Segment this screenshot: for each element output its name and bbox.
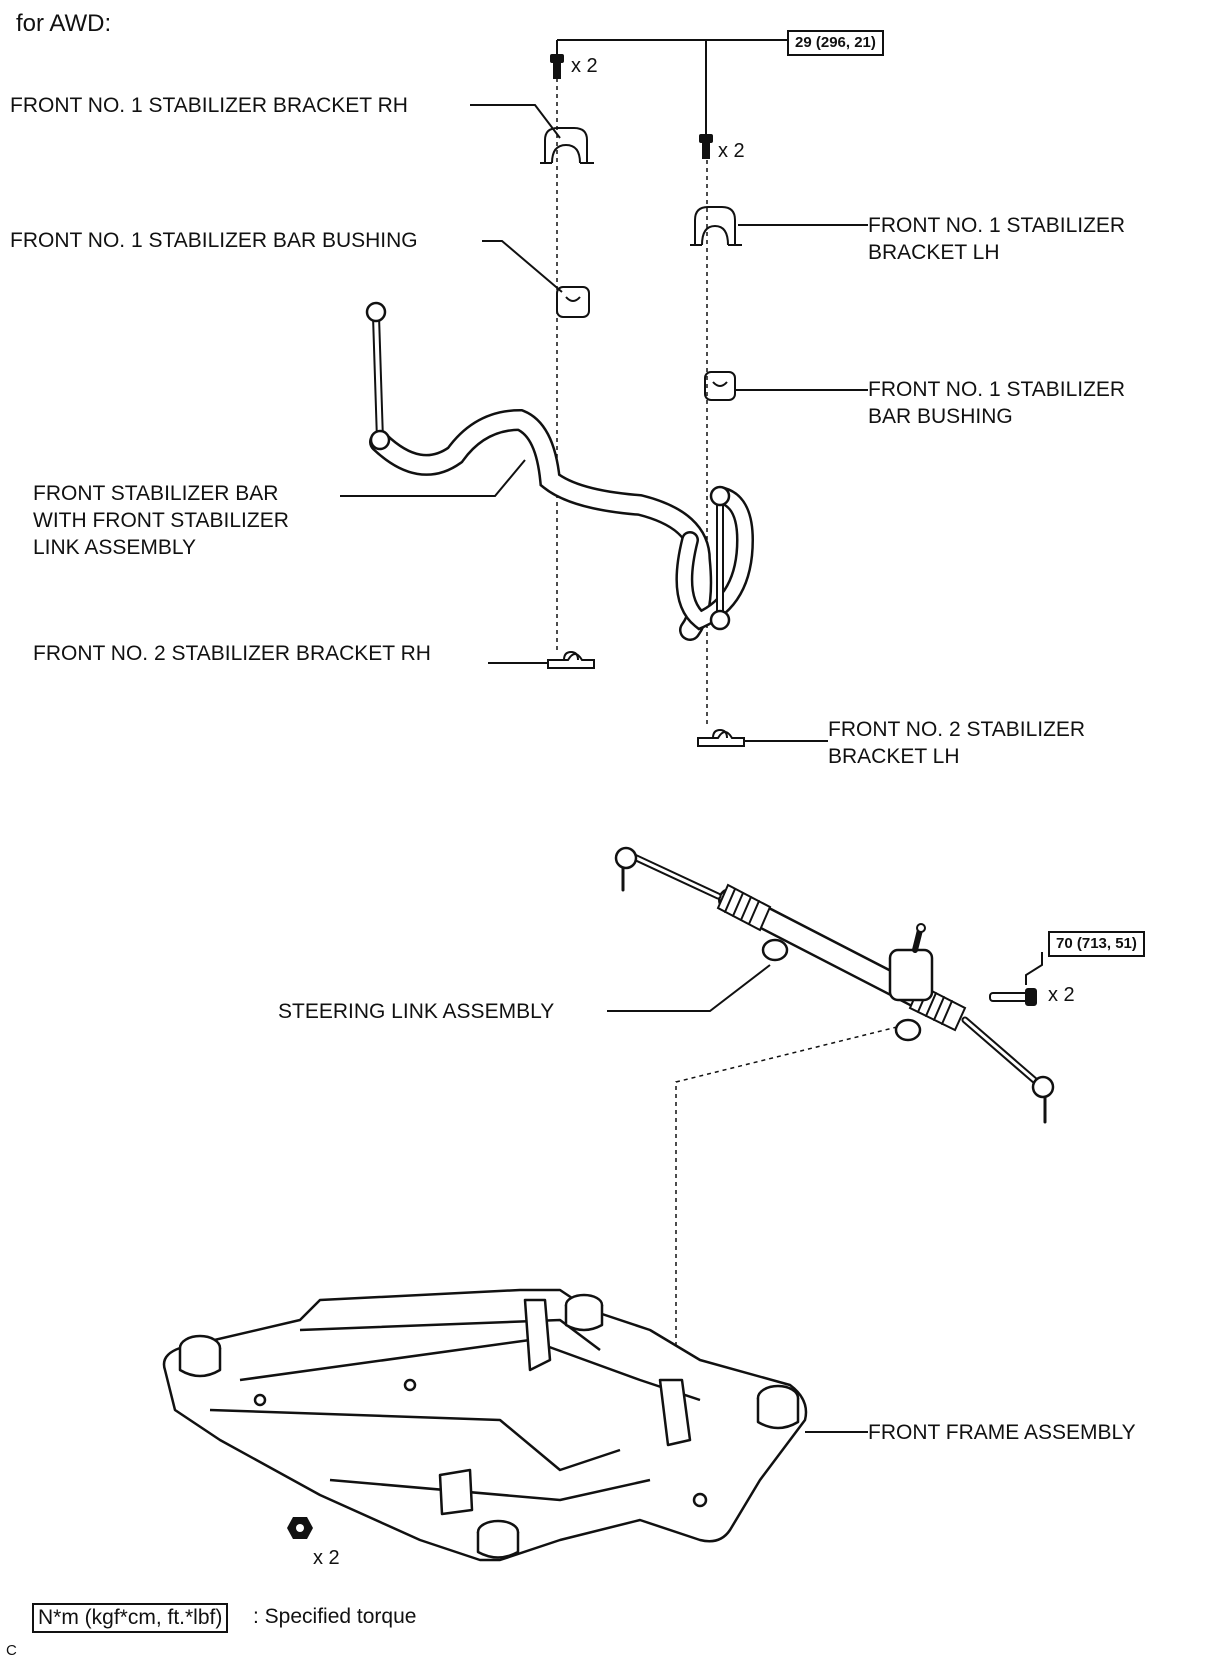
label-steering-link: STEERING LINK ASSEMBLY — [278, 1000, 555, 1023]
bushing-no1-rh-icon — [556, 286, 590, 318]
bolt-quantity: x 2 — [718, 140, 745, 162]
stabilizer-bar-icon — [365, 301, 755, 641]
label-bracket-no2-rh: FRONT NO. 2 STABILIZER BRACKET RH — [33, 642, 431, 665]
label-front-frame: FRONT FRAME ASSEMBLY — [868, 1421, 1136, 1444]
front-frame-icon — [162, 1288, 808, 1562]
bushing-no1-lh-icon — [704, 371, 736, 401]
bolt-icon — [989, 988, 1037, 1006]
legend-torque-box: N*m (kgf*cm, ft.*lbf) — [32, 1603, 229, 1633]
bolt-icon — [699, 134, 713, 159]
label-bracket-no1-lh: FRONT NO. 1 STABILIZER BRACKET LH — [868, 214, 1126, 264]
bracket-no1-rh-icon — [540, 127, 594, 164]
legend-text: : Specified torque — [253, 1605, 417, 1628]
label-stabilizer-bar: FRONT STABILIZER BAR WITH FRONT STABILIZ… — [33, 482, 289, 559]
label-bushing-no1-rh: FRONT NO. 1 STABILIZER BAR BUSHING — [10, 229, 418, 252]
bracket-no2-rh-icon — [547, 650, 595, 669]
bolt-icon — [550, 54, 564, 79]
nut-quantity: x 2 — [313, 1547, 340, 1569]
label-bushing-no1-lh: FRONT NO. 1 STABILIZER BAR BUSHING — [868, 378, 1126, 428]
steering-link-icon — [614, 846, 1055, 1124]
bolt-quantity: x 2 — [1048, 984, 1075, 1006]
torque-spec-stabilizer: 29 (296, 21) — [787, 30, 884, 56]
nut-icon — [287, 1517, 313, 1539]
label-bracket-no2-lh: FRONT NO. 2 STABILIZER BRACKET LH — [828, 718, 1086, 768]
bracket-no1-lh-icon — [690, 206, 742, 246]
bracket-no2-lh-icon — [697, 728, 745, 747]
bolt-quantity: x 2 — [571, 55, 598, 77]
page-title: for AWD: — [16, 10, 112, 37]
figure-code: C — [6, 1642, 17, 1659]
torque-leader-lines — [556, 39, 1043, 985]
label-bracket-no1-rh: FRONT NO. 1 STABILIZER BRACKET RH — [10, 94, 408, 117]
torque-spec-steering: 70 (713, 51) — [1048, 931, 1145, 957]
